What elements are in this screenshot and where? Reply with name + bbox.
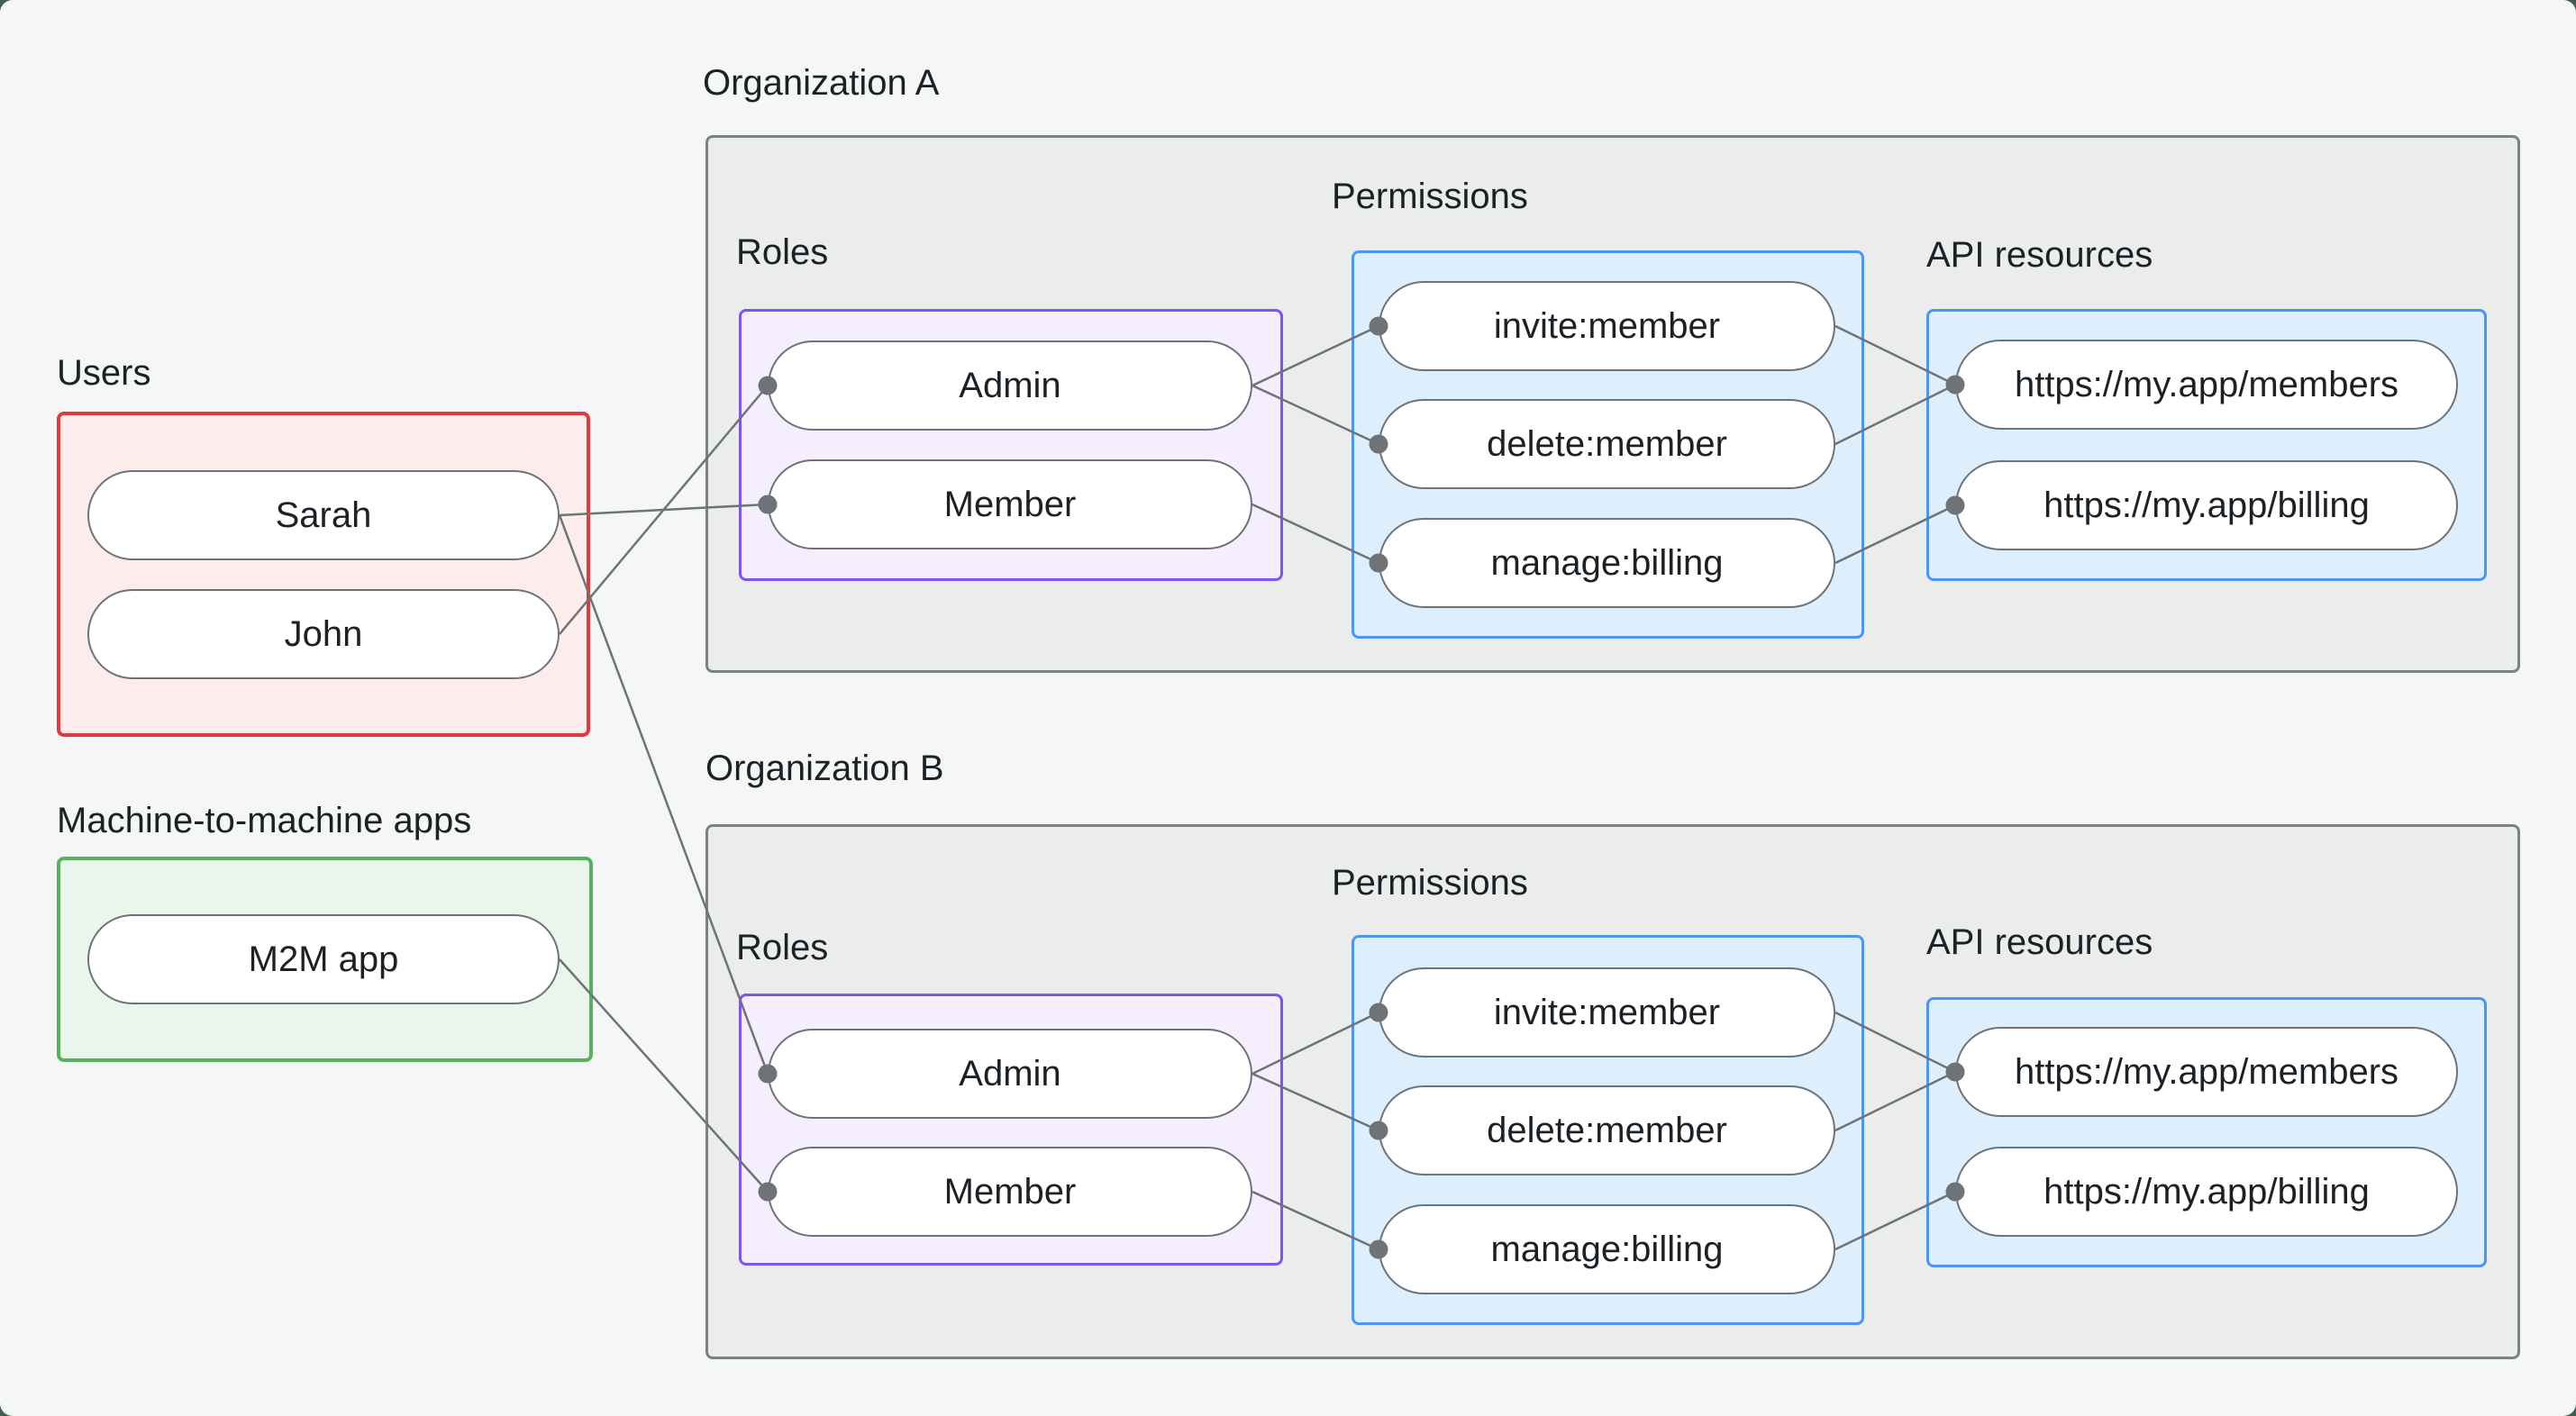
org-a-roles-label: Roles xyxy=(736,232,829,272)
users-label: Users xyxy=(57,353,151,393)
node-org-b-api-members: https://my.app/members xyxy=(1955,1027,2458,1117)
node-org-b-invite-member: invite:member xyxy=(1379,967,1835,1057)
node-org-a-admin: Admin xyxy=(768,340,1252,431)
node-org-a-invite-member: invite:member xyxy=(1379,281,1835,371)
node-org-a-api-billing: https://my.app/billing xyxy=(1955,460,2458,550)
node-org-b-api-billing: https://my.app/billing xyxy=(1955,1147,2458,1237)
org-a-api-label: API resources xyxy=(1926,235,2153,275)
node-org-b-delete-member: delete:member xyxy=(1379,1085,1835,1175)
node-org-a-manage-billing: manage:billing xyxy=(1379,518,1835,608)
org-b-label: Organization B xyxy=(705,749,944,788)
node-org-b-manage-billing: manage:billing xyxy=(1379,1204,1835,1294)
m2m-label: Machine-to-machine apps xyxy=(57,801,472,840)
users-box xyxy=(57,412,590,737)
node-john: John xyxy=(87,589,560,679)
node-m2m-app: M2M app xyxy=(87,914,560,1004)
node-org-b-member: Member xyxy=(768,1147,1252,1237)
node-org-a-delete-member: delete:member xyxy=(1379,399,1835,489)
org-a-label: Organization A xyxy=(703,63,940,103)
node-org-a-member: Member xyxy=(768,459,1252,549)
org-b-roles-label: Roles xyxy=(736,928,829,967)
org-b-permissions-label: Permissions xyxy=(1332,863,1528,903)
node-org-a-api-members: https://my.app/members xyxy=(1955,340,2458,430)
node-sarah: Sarah xyxy=(87,470,560,560)
node-org-b-admin: Admin xyxy=(768,1029,1252,1119)
org-a-permissions-label: Permissions xyxy=(1332,177,1528,216)
org-b-api-label: API resources xyxy=(1926,922,2153,962)
